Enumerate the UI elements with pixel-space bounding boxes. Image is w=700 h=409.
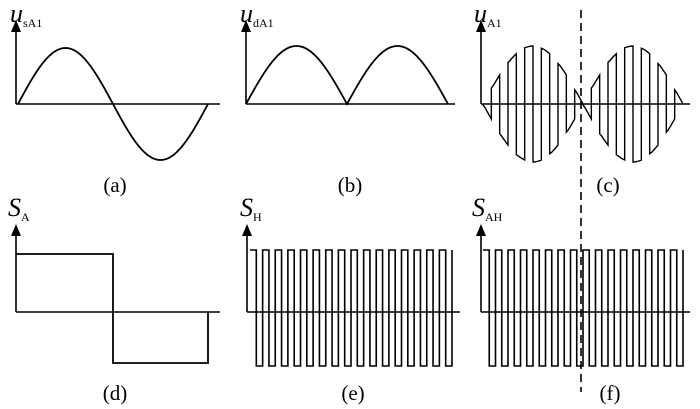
- panel-a-axis-label: usA1: [10, 0, 42, 30]
- panel-e-caption: (e): [341, 381, 364, 405]
- panel-c-caption: (c): [596, 173, 619, 197]
- panel-c-axis-label: uA1: [474, 0, 502, 30]
- panel-a-y-arrow: [11, 20, 21, 32]
- panel-c-y-arrow: [476, 20, 486, 32]
- panel-f-y-arrow: [476, 224, 486, 236]
- panel-f-axis-label: SAH: [472, 193, 503, 224]
- panel-f-pulse-train: [483, 249, 684, 367]
- panel-d-axis-label: SA: [8, 193, 30, 224]
- panel-c: uA1 (c): [474, 0, 690, 197]
- panel-a-caption: (a): [103, 173, 126, 197]
- panel-e-y-arrow: [242, 224, 252, 236]
- panel-b: udA1 (b): [240, 0, 455, 197]
- panel-d-y-arrow: [11, 224, 21, 236]
- panel-e-pulse-train: [250, 249, 453, 367]
- panel-b-y-arrow: [241, 20, 251, 32]
- panel-f-caption: (f): [600, 381, 621, 405]
- panel-a: usA1 (a): [10, 0, 220, 197]
- panel-f: SAH (f): [472, 193, 690, 405]
- panel-d-square-wave: [16, 253, 209, 364]
- panel-d-caption: (d): [103, 381, 128, 405]
- panel-a-sine-wave: [17, 47, 209, 161]
- panel-b-axis-label: udA1: [240, 0, 274, 30]
- panel-b-rectified-wave: [245, 45, 449, 106]
- panel-c-modulated-wave: [482, 45, 684, 163]
- panel-e: SH (e): [240, 193, 460, 405]
- panel-b-caption: (b): [338, 173, 363, 197]
- panel-d: SA (d): [8, 193, 220, 405]
- panel-e-axis-label: SH: [240, 193, 262, 224]
